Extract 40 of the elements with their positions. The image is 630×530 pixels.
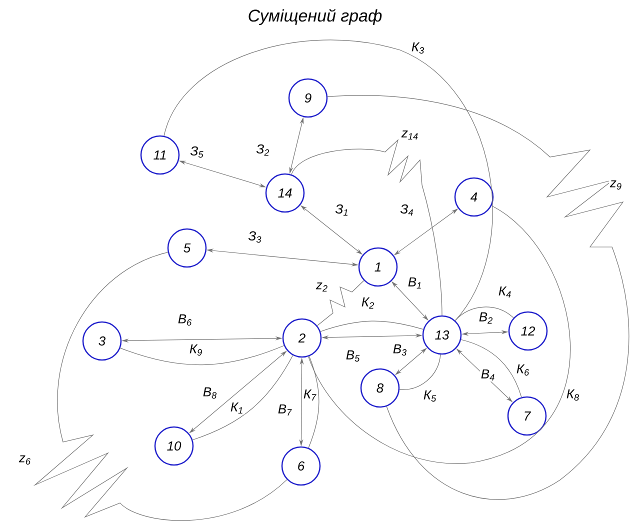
edge-label: К$_{9}$ [188, 343, 204, 357]
edge-label: z$_{9}$ [608, 179, 624, 191]
edge-label: К$_{4}$ [497, 285, 513, 299]
connector-line [120, 345, 284, 366]
edge-label: К$_{8}$ [565, 388, 581, 402]
edge-label: z$_{14}$ [400, 130, 420, 140]
connector-line [308, 356, 320, 448]
connector-line [320, 320, 424, 332]
edge-label: З$_{2}$ [255, 143, 271, 157]
edge-label: К$_{1}$ [229, 401, 245, 415]
edge-label: К$_{6}$ [515, 363, 531, 377]
connector-line [164, 40, 493, 321]
edge-label: В$_{5}$ [344, 349, 362, 363]
zigzag-line [317, 280, 364, 326]
zigzag-line [291, 140, 442, 316]
edge-label: В$_{4}$ [480, 368, 496, 382]
edge-label: В$_{2}$ [478, 311, 494, 325]
edge-label: К$_{7}$ [302, 388, 318, 402]
edge-label: К$_{5}$ [422, 389, 438, 403]
edge-label: В$_{1}$ [406, 276, 424, 290]
edge-label: В$_{3}$ [392, 343, 408, 357]
diagram-title: Суміщений граф [248, 8, 382, 26]
edge-label: z$_{2}$ [314, 281, 330, 293]
connector-line [460, 339, 522, 398]
connector-line [308, 205, 570, 464]
zigzag-line [34, 252, 288, 521]
connector-line [454, 306, 514, 321]
edge-label: К$_{3}$ [410, 41, 426, 55]
connector-line [399, 354, 441, 390]
edge-label: z$_{6}$ [18, 454, 32, 466]
edge-label: З$_{3}$ [247, 230, 263, 244]
edge-label: В$_{8}$ [202, 386, 218, 400]
connector-line [192, 355, 294, 440]
edge-label: В$_{6}$ [176, 313, 194, 327]
zigzag-line [327, 95, 630, 500]
edge-label: З$_{1}$ [334, 203, 350, 217]
edge-label: З$_{5}$ [189, 145, 205, 159]
edge-label: В$_{7}$ [276, 403, 294, 417]
edge-label: К$_{2}$ [360, 296, 376, 310]
edge-label: З$_{4}$ [399, 203, 415, 217]
